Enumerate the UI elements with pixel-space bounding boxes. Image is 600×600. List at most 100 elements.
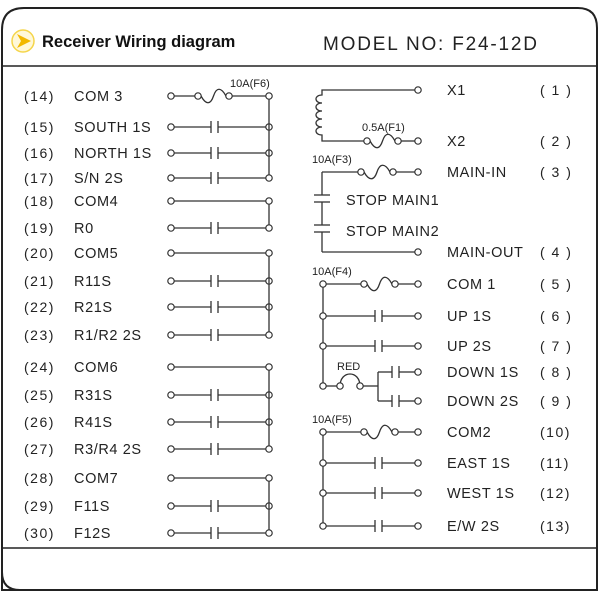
contact-icon xyxy=(374,340,383,352)
terminal-number: ( 3 ) xyxy=(540,164,572,180)
terminal-icon xyxy=(265,363,273,371)
terminal-name: R0 xyxy=(74,221,94,237)
terminal-icon xyxy=(265,529,273,537)
terminal-number: ( 5 ) xyxy=(540,276,572,292)
diagram-title: Receiver Wiring diagram xyxy=(42,33,235,51)
terminal-name: F11S xyxy=(74,499,110,515)
terminal-icon xyxy=(265,197,273,205)
contact-icon xyxy=(210,416,219,428)
terminal-row: (26)R41S xyxy=(24,414,273,431)
terminal-row: COM2(10) xyxy=(414,424,571,441)
terminal-number: ( 1 ) xyxy=(540,82,572,98)
terminal-name: COM 1 xyxy=(447,277,496,293)
terminal-name: UP 2S xyxy=(447,339,492,355)
terminal-icon xyxy=(360,280,368,288)
terminal-number: (24) xyxy=(24,359,55,375)
contact-icon xyxy=(210,527,219,539)
terminal-row: (20)COM5 xyxy=(24,245,273,262)
terminal-icon xyxy=(336,382,344,390)
terminal-icon xyxy=(414,428,422,436)
terminal-icon xyxy=(319,522,327,530)
terminal-number: (19) xyxy=(24,220,55,236)
terminal-row: (30)F12S xyxy=(24,525,273,542)
terminal-row: (15)SOUTH 1S xyxy=(24,119,273,136)
terminal-name: DOWN 1S xyxy=(447,365,519,381)
fuse-icon xyxy=(194,88,233,104)
terminal-icon xyxy=(265,224,273,232)
terminal-icon xyxy=(360,428,368,436)
terminal-icon xyxy=(167,391,175,399)
terminal-name: DOWN 2S xyxy=(447,394,519,410)
terminal-icon xyxy=(167,418,175,426)
terminal-number: ( 8 ) xyxy=(540,364,572,380)
red-label: RED xyxy=(337,361,360,373)
contact-icon xyxy=(210,275,219,287)
terminal-number: (13) xyxy=(540,518,571,534)
terminal-icon xyxy=(319,312,327,320)
contact-icon xyxy=(374,310,383,322)
terminal-number: (15) xyxy=(24,119,55,135)
terminal-name: UP 1S xyxy=(447,309,492,325)
terminal-name: E/W 2S xyxy=(447,519,500,535)
terminal-icon xyxy=(319,489,327,497)
stop-main2-label: STOP MAIN2 xyxy=(346,224,439,240)
terminal-number: (28) xyxy=(24,470,55,486)
terminal-number: (11) xyxy=(540,455,570,471)
fuse-icon xyxy=(357,164,397,180)
terminal-icon xyxy=(414,137,422,145)
contact-icon xyxy=(210,301,219,313)
terminal-name: X1 xyxy=(447,83,466,99)
terminal-row: MAIN-OUT( 4 ) xyxy=(414,244,571,261)
terminal-row: (18)COM4 xyxy=(24,193,273,210)
terminal-icon xyxy=(265,174,273,182)
terminal-icon xyxy=(167,197,175,205)
terminal-number: ( 6 ) xyxy=(540,308,572,324)
terminal-icon xyxy=(414,280,422,288)
terminal-icon xyxy=(265,474,273,482)
terminal-icon xyxy=(167,363,175,371)
terminal-name: R3/R4 2S xyxy=(74,442,142,458)
terminal-row: DOWN 2S( 9 ) xyxy=(414,393,571,410)
terminal-icon xyxy=(414,459,422,467)
terminal-row: WEST 1S(12) xyxy=(414,485,569,502)
terminal-icon xyxy=(394,137,402,145)
terminal-icon xyxy=(167,502,175,510)
terminal-icon xyxy=(414,397,422,405)
coil-icon xyxy=(315,89,415,142)
fuse-icon xyxy=(360,276,399,292)
contact-icon xyxy=(210,121,219,133)
terminal-icon xyxy=(363,137,371,145)
terminal-row: (16)NORTH 1S xyxy=(24,145,273,162)
terminal-icon xyxy=(167,474,175,482)
terminal-name: COM5 xyxy=(74,246,118,262)
terminal-name: EAST 1S xyxy=(447,456,511,472)
terminal-icon xyxy=(414,312,422,320)
terminal-number: (23) xyxy=(24,327,55,343)
fuse-label: 10A(F6) xyxy=(230,78,270,90)
stop-main1-label: STOP MAIN1 xyxy=(346,193,439,209)
terminal-name: R41S xyxy=(74,415,113,431)
terminal-row: (29)F11S xyxy=(24,498,273,515)
fuse-icon xyxy=(360,424,399,440)
terminal-row: X2( 2 ) xyxy=(414,133,571,150)
terminal-number: (10) xyxy=(540,424,571,440)
terminal-number: (27) xyxy=(24,441,55,457)
terminal-icon xyxy=(167,331,175,339)
terminal-icon xyxy=(357,168,365,176)
terminal-icon xyxy=(167,149,175,157)
contact-icon xyxy=(374,487,383,499)
frame-bottom xyxy=(1,571,597,591)
terminal-icon xyxy=(265,249,273,257)
terminal-name: F12S xyxy=(74,526,111,542)
fuse-label: 0.5A(F1) xyxy=(362,122,405,134)
terminal-row: COM 1 ( 5 ) xyxy=(414,276,572,293)
terminal-name: COM6 xyxy=(74,360,118,376)
terminal-row: (27) R3/R4 2S xyxy=(24,441,273,458)
terminal-icon xyxy=(414,489,422,497)
contact-icon xyxy=(391,366,400,378)
terminal-number: (21) xyxy=(24,273,55,289)
terminal-name: R1/R2 2S xyxy=(74,328,142,344)
terminal-name: R11S xyxy=(74,274,112,290)
contact-icon xyxy=(210,500,219,512)
